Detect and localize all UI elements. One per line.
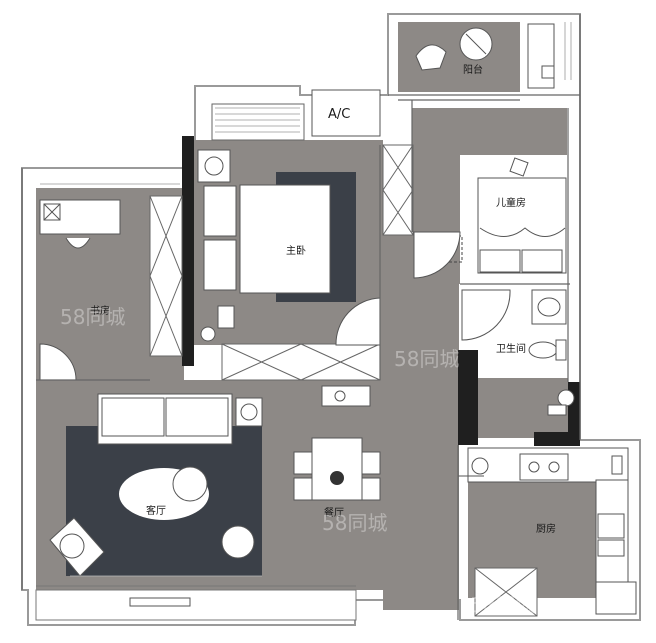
room-label-study: 书房 — [90, 304, 110, 317]
door-swings — [39, 231, 511, 477]
wardrobes — [149, 144, 538, 617]
room-label-living-room: 客厅 — [146, 504, 166, 517]
room-label-master-bedroom: 主卧 — [286, 244, 306, 257]
partitions — [21, 14, 581, 620]
watermark: 58同城 — [470, 593, 535, 617]
room-label-bathroom: 卫生间 — [496, 342, 526, 355]
watermark: 58同城 — [394, 347, 459, 371]
watermark: 58同城 — [322, 511, 387, 535]
watermark: 58同城 — [60, 305, 125, 329]
kitchen-fixtures — [467, 447, 637, 615]
room-label-kids-room: 儿童房 — [496, 196, 526, 209]
dining-table — [293, 385, 381, 501]
room-label-kitchen: 厨房 — [536, 522, 556, 535]
balcony-furniture — [415, 23, 555, 89]
room-label-ac: A/C — [328, 107, 350, 122]
room-label-balcony: 阳台 — [463, 63, 483, 76]
living-furniture — [36, 393, 356, 607]
room-label-dining-room: 餐厅 — [324, 506, 344, 519]
hatch-strips — [40, 22, 572, 185]
bathroom-fixtures — [528, 289, 575, 416]
kids-bed — [427, 157, 567, 274]
master-bed — [197, 149, 356, 342]
study-furniture — [39, 199, 121, 249]
